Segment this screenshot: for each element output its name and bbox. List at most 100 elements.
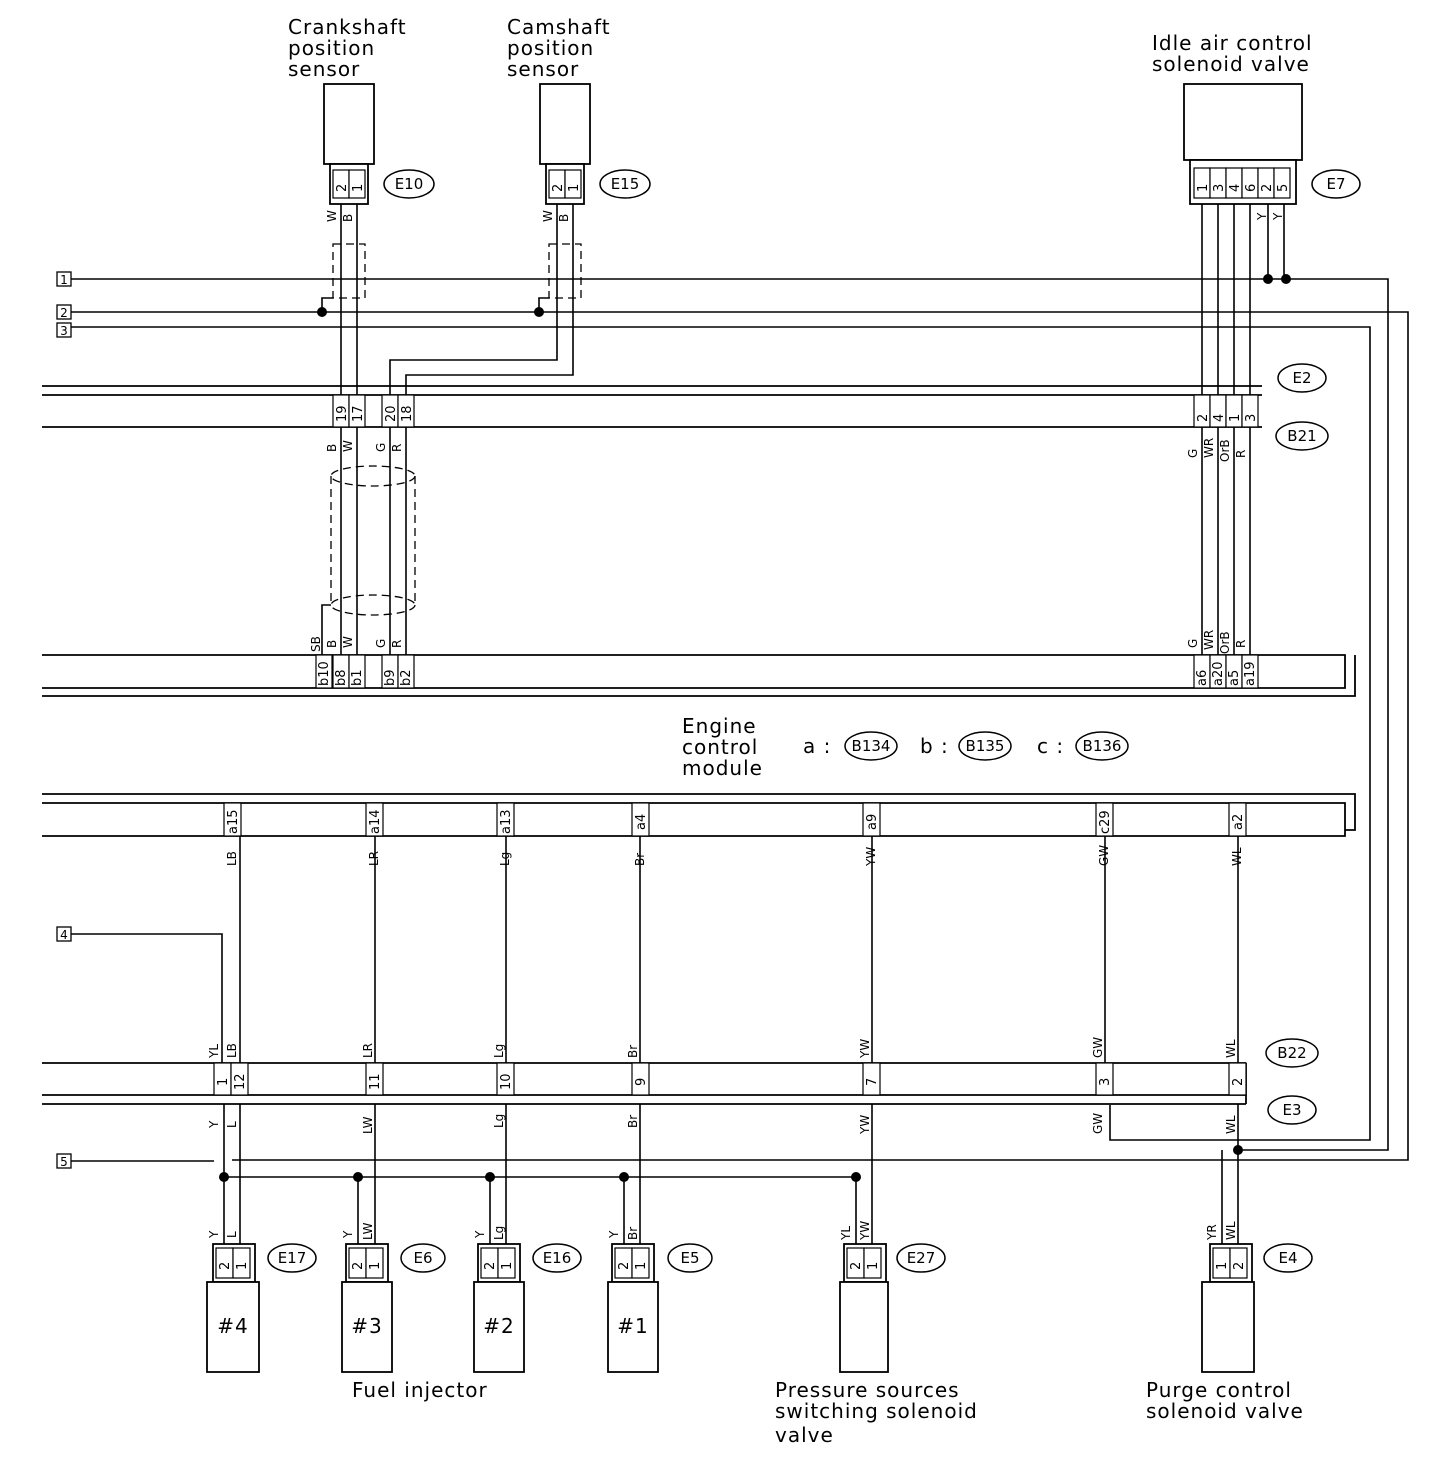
svg-text:B134: B134 <box>852 737 891 755</box>
svg-text:Br: Br <box>626 1115 640 1128</box>
svg-text:R: R <box>390 444 404 452</box>
pressure-valve: 2 1 <box>839 1243 889 1373</box>
svg-text:a20: a20 <box>1211 661 1226 686</box>
svg-text:1: 1 <box>60 273 68 287</box>
crankshaft-sensor-pin: 2 <box>335 184 350 192</box>
svg-text:4: 4 <box>1228 184 1243 192</box>
connector-badge-e16: E16 <box>532 1243 582 1273</box>
junction-dot <box>219 1172 229 1182</box>
svg-text:Engine: Engine <box>682 714 757 738</box>
svg-text:9: 9 <box>634 1078 649 1086</box>
svg-text:#3: #3 <box>351 1314 382 1338</box>
e3-to-injector-wires <box>223 1104 1239 1244</box>
connector-badge-e15: E15 <box>599 169 651 199</box>
injector-1: 2 1 #1 <box>607 1243 659 1373</box>
camshaft-sensor-pin: 1 <box>567 184 582 192</box>
connector-badge-e10: E10 <box>383 169 435 199</box>
svg-text:a2: a2 <box>1231 814 1246 830</box>
svg-text:G: G <box>374 443 388 452</box>
svg-text:YW: YW <box>858 1039 872 1059</box>
ecm-top-pins: b10 b8 b1 b9 b2 a6 a20 a5 a19 <box>315 654 1259 689</box>
svg-text:Br: Br <box>626 1045 640 1058</box>
ecm-connector-legend: a : B134 b : B135 c : B136 <box>803 731 1129 761</box>
camshaft-sensor-label: Camshaft position sensor <box>507 15 610 81</box>
svg-text:YW: YW <box>858 1221 872 1241</box>
connector-badge-b21: B21 <box>1275 421 1329 451</box>
svg-text:valve: valve <box>775 1423 834 1447</box>
svg-text:3: 3 <box>1244 414 1259 422</box>
svg-text:Y: Y <box>207 1230 221 1239</box>
connector-badge-e3: E3 <box>1267 1095 1317 1125</box>
svg-text:20: 20 <box>384 405 399 422</box>
svg-text:2: 2 <box>849 1262 864 1270</box>
svg-text:E3: E3 <box>1282 1101 1301 1119</box>
wire-code: W <box>325 210 339 222</box>
svg-text:position: position <box>288 36 375 60</box>
svg-text:2: 2 <box>483 1262 498 1270</box>
svg-text:a6: a6 <box>1195 670 1210 686</box>
svg-text:Y: Y <box>341 1230 355 1239</box>
svg-text:1: 1 <box>866 1262 881 1270</box>
ecm-label: Engine control module <box>682 714 763 780</box>
junction-dot <box>485 1172 495 1182</box>
crankshaft-sensor-body <box>323 83 375 165</box>
svg-text:position: position <box>507 36 594 60</box>
svg-text:Idle air control: Idle air control <box>1152 31 1313 55</box>
terminal-4: 4 <box>56 926 72 942</box>
connector-badge-e17: E17 <box>267 1243 317 1273</box>
b22-wire-codes: YL LB LR Lg Br YW GW WL <box>207 1037 1238 1059</box>
svg-text:6: 6 <box>1244 184 1259 192</box>
injector-3: 2 1 #3 <box>341 1243 393 1373</box>
connector-badge-e7: E7 <box>1311 169 1361 199</box>
svg-text:Lg: Lg <box>492 1044 506 1058</box>
svg-text:1: 1 <box>368 1262 383 1270</box>
svg-text:module: module <box>682 756 763 780</box>
terminal-3: 3 <box>56 322 72 338</box>
svg-text:E6: E6 <box>413 1249 432 1267</box>
svg-text:E4: E4 <box>1278 1249 1297 1267</box>
wire-code: Y <box>1255 212 1269 221</box>
svg-text:a5: a5 <box>1227 670 1242 686</box>
svg-text:L: L <box>225 1121 239 1128</box>
purge-valve: 1 2 <box>1201 1243 1255 1373</box>
svg-text:G: G <box>374 639 388 648</box>
svg-text:B22: B22 <box>1277 1044 1306 1062</box>
svg-text:GW: GW <box>1091 1037 1105 1058</box>
connector-badge-e2: E2 <box>1277 363 1327 393</box>
svg-text:18: 18 <box>400 405 415 422</box>
ecm-to-b22-wires <box>239 836 1239 1063</box>
svg-text:W: W <box>341 636 355 648</box>
svg-text:WR: WR <box>1202 438 1216 458</box>
svg-text:LR: LR <box>361 1043 375 1058</box>
svg-text:a :: a : <box>803 734 831 758</box>
svg-text:3: 3 <box>1212 184 1227 192</box>
svg-text:b :: b : <box>920 734 949 758</box>
svg-text:2: 2 <box>617 1262 632 1270</box>
e2-b21-connector-bar <box>42 385 1262 428</box>
svg-text:1: 1 <box>1196 184 1211 192</box>
idle-air-valve-body <box>1183 83 1303 161</box>
svg-text:R: R <box>390 640 404 648</box>
svg-text:4: 4 <box>60 928 68 942</box>
svg-text:1: 1 <box>500 1262 515 1270</box>
svg-text:L: L <box>225 1231 239 1238</box>
svg-text:E15: E15 <box>611 175 640 193</box>
svg-text:Purge control: Purge control <box>1146 1378 1292 1402</box>
svg-text:17: 17 <box>351 405 366 422</box>
wire-code: B <box>341 214 355 222</box>
svg-text:YW: YW <box>858 1115 872 1135</box>
camshaft-sensor-pin-cell <box>564 169 582 199</box>
crankshaft-sensor-label: Crankshaft position sensor <box>288 15 406 81</box>
svg-text:2: 2 <box>1232 1262 1247 1270</box>
svg-text:OrB: OrB <box>1218 439 1232 462</box>
svg-text:2: 2 <box>1260 184 1275 192</box>
purge-valve-label: Purge control solenoid valve <box>1146 1378 1303 1423</box>
svg-text:E17: E17 <box>278 1249 307 1267</box>
svg-text:c29: c29 <box>1098 810 1113 834</box>
terminal-5: 5 <box>56 1153 72 1169</box>
svg-text:B136: B136 <box>1083 737 1122 755</box>
svg-text:a13: a13 <box>499 809 514 834</box>
connector-badge-b22: B22 <box>1265 1038 1319 1068</box>
svg-text:#2: #2 <box>483 1314 514 1338</box>
svg-text:R: R <box>1234 450 1248 458</box>
